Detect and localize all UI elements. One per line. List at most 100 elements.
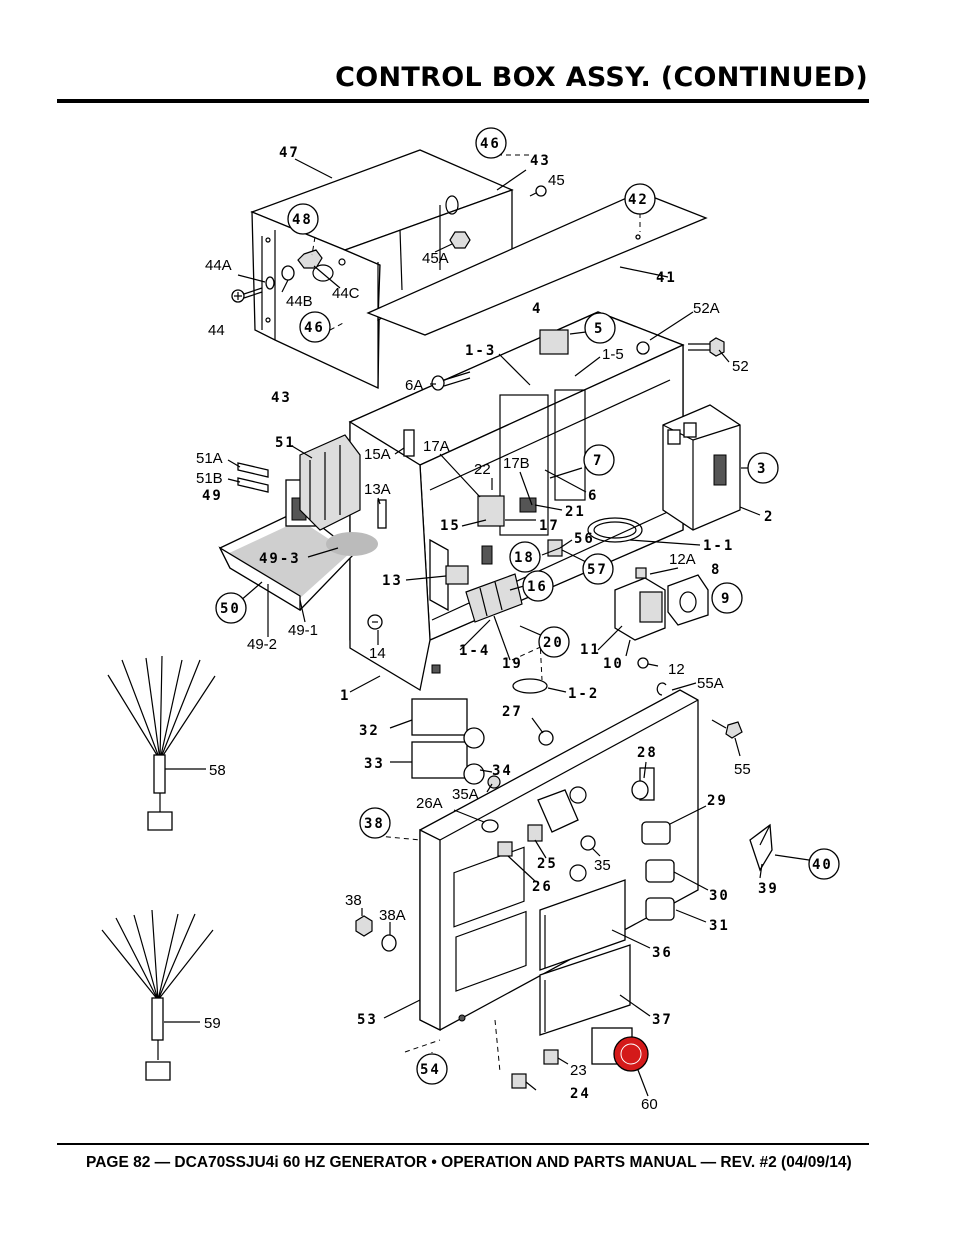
- nut-38: [355, 915, 373, 937]
- callout-17b: 17B: [503, 455, 530, 472]
- callout-18: 18: [514, 550, 535, 566]
- knob-34b: [463, 763, 485, 785]
- grommet-1-2: [512, 678, 548, 694]
- callout-3: 3: [757, 461, 767, 477]
- washer-44b: [281, 265, 295, 281]
- callout-21: 21: [565, 504, 586, 520]
- callout-49-2: 49-2: [247, 636, 277, 653]
- callout-17: 17: [539, 518, 560, 534]
- callout-34: 34: [492, 763, 513, 779]
- contactor-part-10: [614, 567, 666, 641]
- callout-6a: 6A: [405, 377, 423, 394]
- lamp-26a: [481, 819, 499, 833]
- switch-28: [631, 780, 649, 800]
- callout-58: 58: [209, 762, 226, 779]
- terminal-13: [445, 565, 469, 585]
- hour-meter-33: [411, 741, 468, 779]
- callout-2: 2: [764, 509, 774, 525]
- callout-29: 29: [707, 793, 728, 809]
- selector-27: [538, 730, 554, 746]
- callout-1-3: 1-3: [465, 343, 496, 359]
- rivet-42: [635, 234, 641, 240]
- screw-14: [367, 614, 383, 630]
- callout-13a: 13A: [364, 481, 391, 498]
- callout-26a: 26A: [416, 795, 443, 812]
- callout-44a: 44A: [205, 257, 232, 274]
- callout-39: 39: [758, 881, 779, 897]
- callout-4: 4: [532, 301, 542, 317]
- callout-49-1: 49-1: [288, 622, 318, 639]
- callout-59: 59: [204, 1015, 221, 1032]
- callout-22: 22: [474, 461, 491, 478]
- bolt-6a: [431, 371, 471, 391]
- callout-32: 32: [359, 723, 380, 739]
- standoff-15a: [403, 429, 415, 457]
- callout-10: 10: [603, 656, 624, 672]
- wire-harness-59: [101, 909, 214, 1081]
- callout-12a: 12A: [669, 551, 696, 568]
- callout-17a: 17A: [423, 438, 450, 455]
- nut-52a: [636, 341, 650, 355]
- callout-55: 55: [734, 761, 751, 778]
- bolt-55: [711, 719, 743, 739]
- terminal-block-part-51: [285, 434, 361, 531]
- bracket-21: [519, 497, 537, 513]
- relay-part-8: [667, 574, 709, 626]
- header-rule: [57, 99, 869, 103]
- wire-label-tags: [237, 462, 269, 493]
- callout-52a: 52A: [693, 300, 720, 317]
- callout-51a: 51A: [196, 450, 223, 467]
- callout-24: 24: [570, 1086, 591, 1102]
- screw-12: [637, 657, 649, 669]
- callout-9: 9: [721, 591, 731, 607]
- callout-30: 30: [709, 888, 730, 904]
- callout-43-lower: 43: [271, 390, 292, 406]
- washer-38a: [381, 934, 397, 952]
- wire-harness-58: [107, 655, 216, 831]
- callout-35: 35: [594, 857, 611, 874]
- switch-assembly-34: [537, 789, 579, 833]
- callout-55a: 55A: [697, 675, 724, 692]
- callout-33: 33: [364, 756, 385, 772]
- callout-38a: 38A: [379, 907, 406, 924]
- switch-25: [527, 824, 543, 842]
- callout-1-1: 1-1: [703, 538, 734, 554]
- callout-27: 27: [502, 704, 523, 720]
- callout-5: 5: [594, 321, 604, 337]
- callout-57: 57: [587, 562, 608, 578]
- callout-53: 53: [357, 1012, 378, 1028]
- callout-56: 56: [574, 531, 595, 547]
- meters-and-displays: [539, 879, 631, 1036]
- callout-41: 41: [656, 270, 677, 286]
- callout-13: 13: [382, 573, 403, 589]
- relay-part-4: [539, 329, 569, 355]
- screw-44: [231, 287, 263, 303]
- bolt-52: [688, 337, 725, 357]
- callout-49-3: 49-3: [259, 551, 301, 567]
- washer-44a: [265, 276, 275, 290]
- callout-7: 7: [593, 453, 603, 469]
- callout-36: 36: [652, 945, 673, 961]
- lamp-holder-26: [497, 841, 513, 857]
- hour-meter-32: [411, 698, 468, 736]
- switch-23: [543, 1049, 559, 1065]
- callout-6: 6: [588, 488, 598, 504]
- callout-51b: 51B: [196, 470, 223, 487]
- terminal-strip-part-19: [465, 573, 523, 623]
- callout-48: 48: [292, 212, 313, 228]
- callout-8: 8: [711, 562, 721, 578]
- page-title: CONTROL BOX ASSY. (CONTINUED): [335, 62, 868, 93]
- callout-46-lower: 46: [304, 320, 325, 336]
- footer-rule: [57, 1143, 869, 1145]
- cover-plate-part-41: [366, 191, 708, 336]
- indicator-lamps-29-31: [641, 821, 675, 921]
- callout-25: 25: [537, 856, 558, 872]
- bracket-39: [749, 823, 773, 872]
- callout-40: 40: [812, 857, 833, 873]
- callout-1: 1: [340, 688, 350, 704]
- callout-38: 38: [364, 816, 385, 832]
- callout-60: 60: [641, 1096, 658, 1113]
- callout-44: 44: [208, 322, 225, 339]
- callout-12: 12: [668, 661, 685, 678]
